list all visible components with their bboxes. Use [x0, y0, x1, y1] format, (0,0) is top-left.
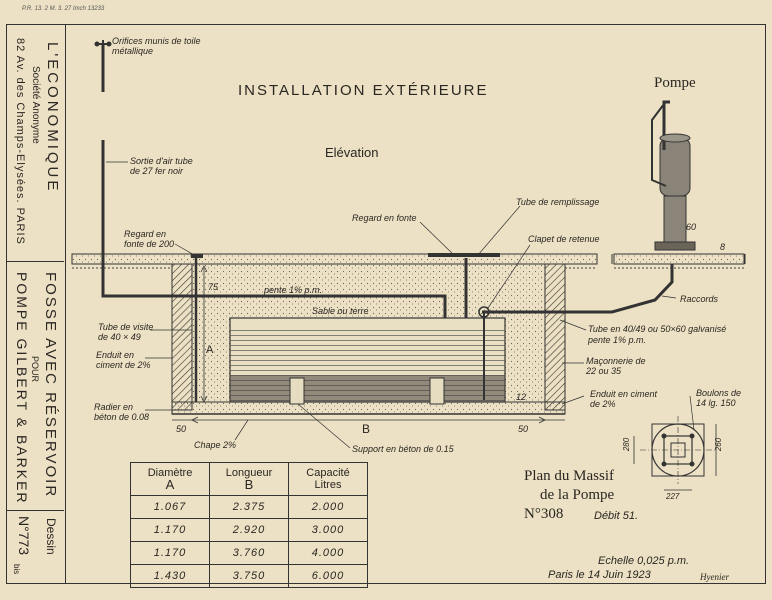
label-radier: Radier en béton de 0.08 [94, 402, 150, 422]
label-boulons: Boulons de 14 lg. 150 [696, 388, 742, 408]
title-block: L'ECONOMIQUE Société Anonyme 82 Av. des … [6, 24, 66, 584]
pit-wall-left [171, 263, 193, 411]
table-cell: 2.000 [288, 495, 368, 519]
ground-surface-pump [613, 253, 745, 265]
label-regard-fonte: Regard en fonte [352, 213, 417, 223]
label-clapet: Clapet de retenue [528, 234, 600, 244]
dimension-50-left: 50 [176, 424, 187, 434]
subject-line-1: FOSSE AVEC RÉSERVOIR [42, 272, 59, 499]
subject-line-3: POMPE GILBERT & BARKER [14, 272, 30, 505]
dimension-8: 8 [720, 242, 726, 252]
scale-note: Echelle 0,025 p.m. [598, 555, 690, 567]
table-row: 1.170 3.760 4.000 [130, 541, 368, 565]
label-maconnerie: Maçonnerie de 22 ou 35 [586, 356, 646, 376]
elevation-label: Elévation [325, 145, 379, 160]
table-cell: 1.067 [130, 495, 210, 519]
title-divider-1 [6, 261, 64, 262]
drawing-frame [6, 24, 766, 584]
table-cell: 3.000 [288, 518, 368, 542]
label-chape: Chape 2% [194, 440, 237, 450]
dimension-a: A [206, 344, 214, 356]
title-divider-2 [6, 510, 64, 511]
table-cell: 1.170 [130, 518, 210, 542]
company-address: 82 Av. des Champs-Elysées. PARIS [14, 38, 26, 245]
company-name: L'ECONOMIQUE [44, 42, 61, 194]
date-note: Paris le 14 Juin 1923 [548, 569, 651, 581]
table-cell: 1.430 [130, 564, 210, 588]
header-reference: P.R. 13. 2 M. 3. 27 Imch 13233 [22, 6, 105, 12]
suction-pipe [482, 264, 674, 314]
plan-massif-number: N°308 [524, 506, 564, 522]
label-support: Support en béton de 0.15 [352, 444, 454, 454]
label-orifices: Orifices munis de toile métallique [112, 36, 201, 56]
dimension-75: 75 [208, 282, 219, 292]
plan-massif-line1: Plan du Massif [524, 468, 614, 484]
dessin-label: Dessin [44, 518, 58, 555]
label-enduit-right: Enduit en ciment de 2% [590, 389, 658, 409]
plan-massif-line2: de la Pompe [540, 487, 615, 503]
vent-pipe [101, 45, 447, 318]
table-cell: 1.170 [130, 541, 210, 565]
table-row: 1.430 3.750 6.000 [130, 564, 368, 588]
table-row: 1.067 2.375 2.000 [130, 495, 368, 519]
table-cell: 6.000 [288, 564, 368, 588]
pit-wall-right [544, 263, 566, 411]
table-cell: 2.920 [209, 518, 289, 542]
table-row: 1.170 2.920 3.000 [130, 518, 368, 542]
label-enduit-left: Enduit en ciment de 2% [96, 350, 151, 370]
pump-label: Pompe [654, 75, 696, 91]
main-title: INSTALLATION EXTÉRIEURE [238, 82, 489, 99]
dimension-260: 260 [714, 437, 724, 452]
label-sable: Sable ou terre [312, 306, 369, 316]
label-tube-visite: Tube de visite de 40 × 49 [98, 322, 154, 342]
label-tube-remplissage: Tube de remplissage [516, 197, 600, 207]
dimension-280: 280 [622, 437, 632, 452]
tank-support-right [429, 377, 445, 405]
dimension-50-right: 50 [518, 424, 529, 434]
label-sortie-air: Sortie d'air tube de 27 fer noir [130, 156, 193, 176]
signature: Hyenier [700, 572, 729, 582]
table-cell: 4.000 [288, 541, 368, 565]
plan-massif-debit: Débit 51. [594, 510, 639, 522]
label-regard-200: Regard en fonte de 200 [124, 229, 175, 249]
label-pente: pente 1% p.m. [264, 285, 323, 295]
tank-support-left [289, 377, 305, 405]
dimension-b: B [362, 422, 371, 436]
dimension-12: 12 [516, 392, 527, 402]
table-cell: 2.375 [209, 495, 289, 519]
subject-line-2: POUR [30, 356, 40, 383]
dimension-60: 60 [686, 222, 697, 232]
table-cell: 3.760 [209, 541, 289, 565]
pump-illustration [611, 100, 746, 264]
label-tube-galvanise: Tube en 40/49 ou 50×60 galvanisé pente 1… [588, 324, 727, 345]
dimension-227: 227 [666, 492, 680, 501]
table-cell: 3.750 [209, 564, 289, 588]
company-type: Société Anonyme [30, 66, 41, 144]
dessin-number: N°773 [16, 516, 32, 556]
base-slab [171, 401, 566, 415]
dessin-suffix: bis [12, 564, 21, 575]
pump-base-plan [633, 416, 717, 491]
label-raccords: Raccords [680, 294, 719, 304]
